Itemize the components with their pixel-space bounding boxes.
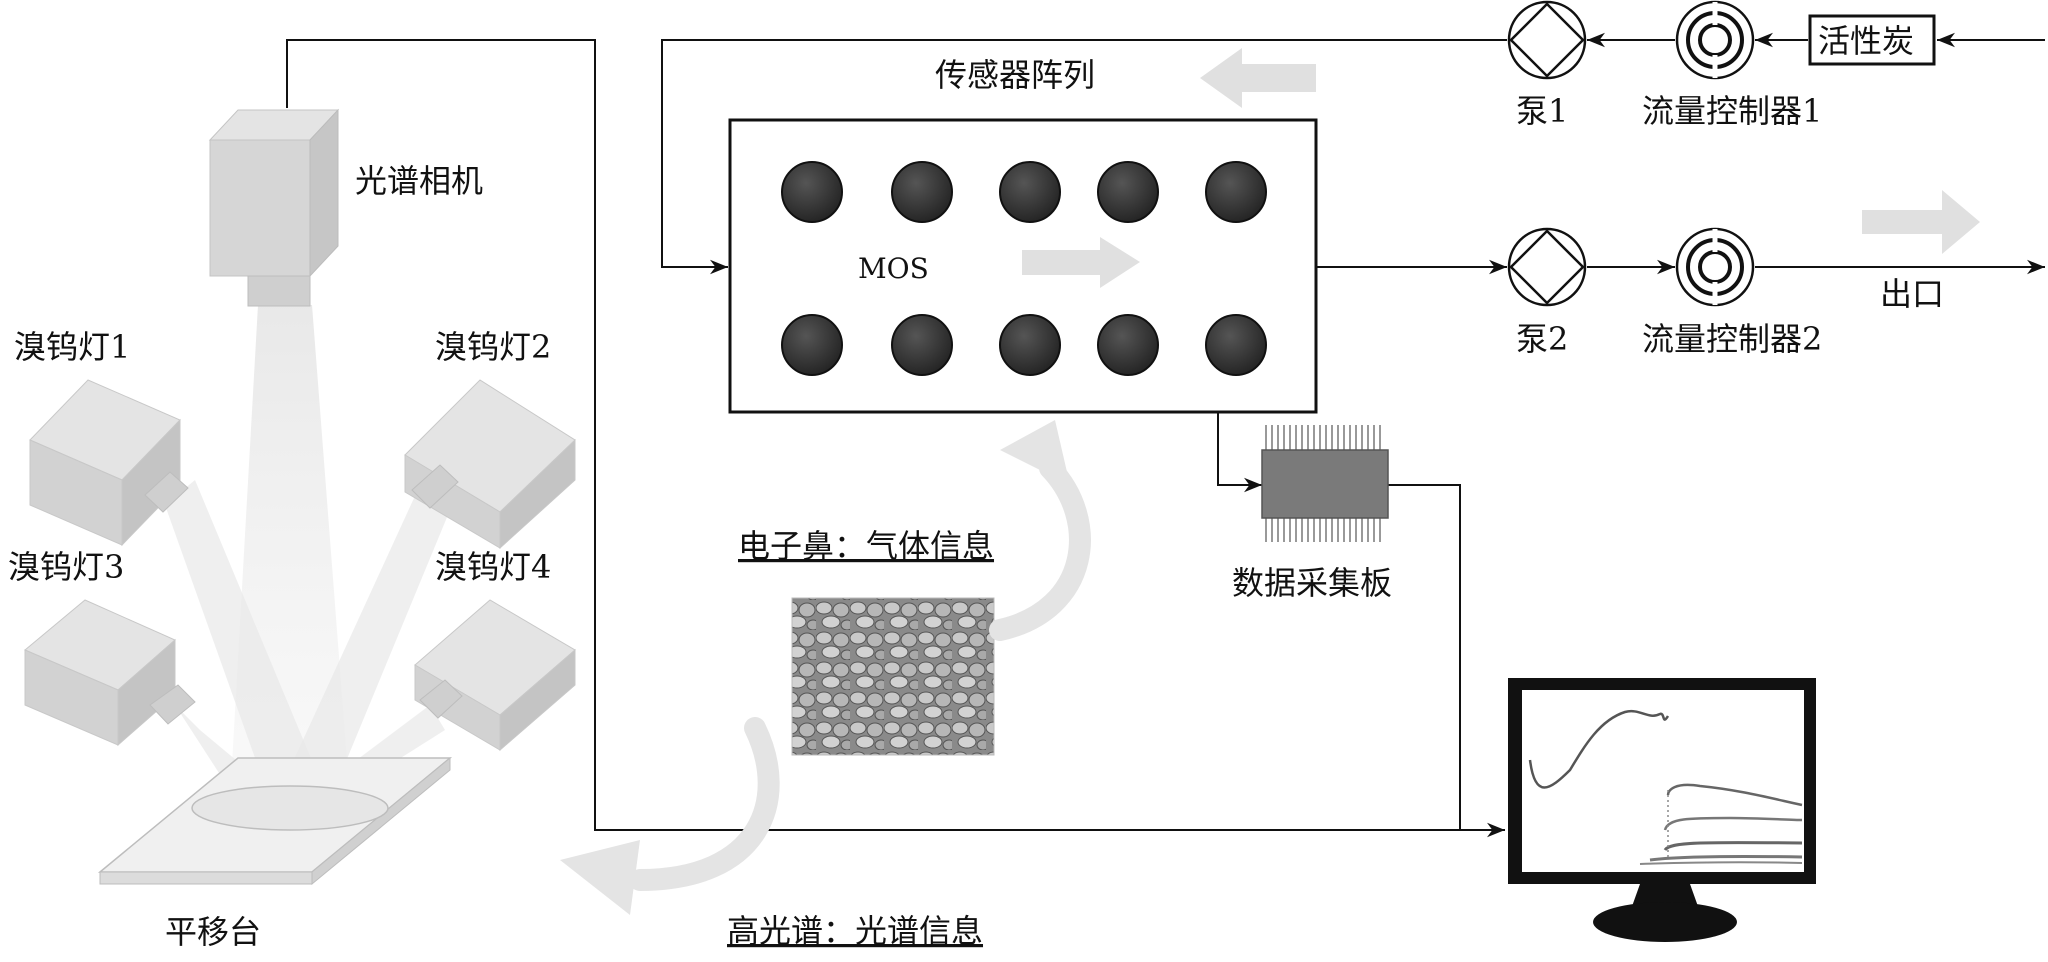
stage-side-right xyxy=(311,756,451,886)
lamp1-icon xyxy=(29,379,189,547)
flow-controller2-label: 流量控制器2 xyxy=(1642,320,1822,358)
sensor xyxy=(1097,314,1159,376)
stage-label: 平移台 xyxy=(165,913,261,951)
outlet-label: 出口 xyxy=(1880,275,1944,313)
lamp3-label: 溴钨灯3 xyxy=(8,548,124,586)
daq-cable xyxy=(1388,484,1461,830)
lamp2-label: 溴钨灯2 xyxy=(435,328,551,366)
sensor xyxy=(781,161,843,223)
enose-info-label: 电子鼻：气体信息 xyxy=(738,527,994,565)
sensor xyxy=(999,314,1061,376)
sensor-array-label: 传感器阵列 xyxy=(935,56,1095,94)
response-curve-4 xyxy=(1663,841,1803,852)
wiring xyxy=(286,32,2045,838)
monitor-icon xyxy=(1508,678,1816,942)
pump1-icon xyxy=(1507,0,1587,80)
sensor-row-bottom xyxy=(781,314,1267,376)
curved-arrow-to-stage xyxy=(560,717,780,915)
sensor-array: MOS 传感器阵列 xyxy=(728,48,1318,414)
activated-carbon-label: 活性炭 xyxy=(1818,22,1914,60)
pump2-label: 泵2 xyxy=(1516,320,1568,358)
sensor xyxy=(781,314,843,376)
sample-image xyxy=(791,597,995,756)
lamp2-icon xyxy=(404,379,576,550)
response-curve-3 xyxy=(1663,816,1803,831)
stage-side xyxy=(99,871,313,885)
response-curve-2 xyxy=(1666,783,1803,807)
response-curve-5 xyxy=(1649,854,1803,862)
sensor xyxy=(1205,314,1267,376)
response-curve-1 xyxy=(1528,709,1670,789)
flow-arrow-inside xyxy=(1022,237,1140,288)
outlet-flow-arrow xyxy=(1862,190,1980,254)
curved-arrow-to-sensor xyxy=(989,420,1091,641)
camera-cable xyxy=(286,39,1505,838)
lamp4-icon xyxy=(414,599,576,752)
sensor xyxy=(999,161,1061,223)
sensor xyxy=(1205,161,1267,223)
flow-controller2-icon xyxy=(1675,227,1755,307)
response-curve-6 xyxy=(1639,861,1803,865)
daq-board-icon xyxy=(1261,425,1389,542)
pump1-to-sensor xyxy=(661,39,1507,275)
lamp2-beam xyxy=(280,485,450,800)
spectral-camera-label: 光谱相机 xyxy=(355,162,483,200)
pump2-icon xyxy=(1507,227,1587,307)
flow-controller1-icon xyxy=(1675,0,1755,80)
hyperspectral-info-label: 高光谱：光谱信息 xyxy=(727,912,983,950)
daq-board-label: 数据采集板 xyxy=(1232,564,1392,602)
hyperspectral-rig: 光谱相机 溴钨灯1 溴钨灯2 溴钨灯3 溴钨灯4 平移台 xyxy=(8,108,576,951)
mos-label: MOS xyxy=(858,252,929,285)
sample-ellipse xyxy=(191,785,389,831)
sensor-to-daq xyxy=(1217,412,1262,493)
activated-carbon-box: 活性炭 xyxy=(1808,14,1936,66)
lamp4-label: 溴钨灯4 xyxy=(435,548,551,586)
spectral-camera xyxy=(208,108,340,307)
flow-controller1-label: 流量控制器1 xyxy=(1642,92,1822,130)
lamp3-icon xyxy=(24,599,196,747)
sensor xyxy=(1097,161,1159,223)
flow-arrow-top xyxy=(1200,48,1316,108)
sensor xyxy=(891,161,953,223)
lamp1-label: 溴钨灯1 xyxy=(14,328,130,366)
sensor-row-top xyxy=(781,161,1267,223)
lamp1-beam xyxy=(165,480,320,800)
pump1-label: 泵1 xyxy=(1516,92,1568,130)
sensor xyxy=(891,314,953,376)
